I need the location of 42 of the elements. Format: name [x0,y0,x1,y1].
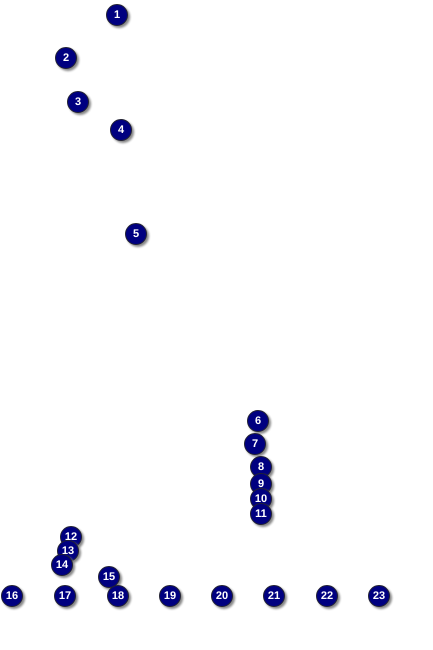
callout-number: 5 [132,228,140,240]
callout-circle [159,585,181,607]
callout-number: 6 [254,416,262,426]
callout-circle [263,585,285,607]
callout-number: 1 [114,10,120,20]
callout-circle [107,585,129,607]
callout-number: 8 [258,462,264,472]
callout-circle [250,456,272,478]
callout-circle [55,47,77,69]
callout-number: 7 [252,438,258,450]
callout-circle [54,585,76,607]
callout-number: 16 [6,590,18,602]
callout-number: 9 [258,478,264,490]
callout-circle [106,4,128,26]
callout-circle [316,585,338,607]
callout-circle [250,503,272,525]
callout-circle [67,91,89,113]
callout-number: 3 [74,96,82,108]
callout-number: 2 [62,52,70,64]
callout-number: 20 [216,590,228,602]
callout-number: 12 [64,532,78,542]
callout-circle [98,566,120,588]
callout-circle [110,119,132,141]
callout-number: 18 [112,590,124,602]
callout-number: 17 [58,590,72,602]
callout-number: 15 [102,572,116,582]
callout-circle [247,410,269,432]
callout-circle [368,585,390,607]
callout-circle [211,585,233,607]
callout-circle [244,433,266,455]
callout-number: 4 [118,124,124,136]
callout-number: 13 [62,546,74,556]
callout-circle [125,223,147,245]
callout-number: 14 [56,560,68,570]
callout-number: 11 [255,508,267,520]
callout-number: 19 [164,590,176,602]
callout-number: 23 [372,590,386,602]
callout-circle [1,585,23,607]
callout-circle [51,554,73,576]
callout-number: 10 [254,494,268,504]
callout-number: 21 [268,590,280,602]
callout-number: 22 [320,590,334,602]
